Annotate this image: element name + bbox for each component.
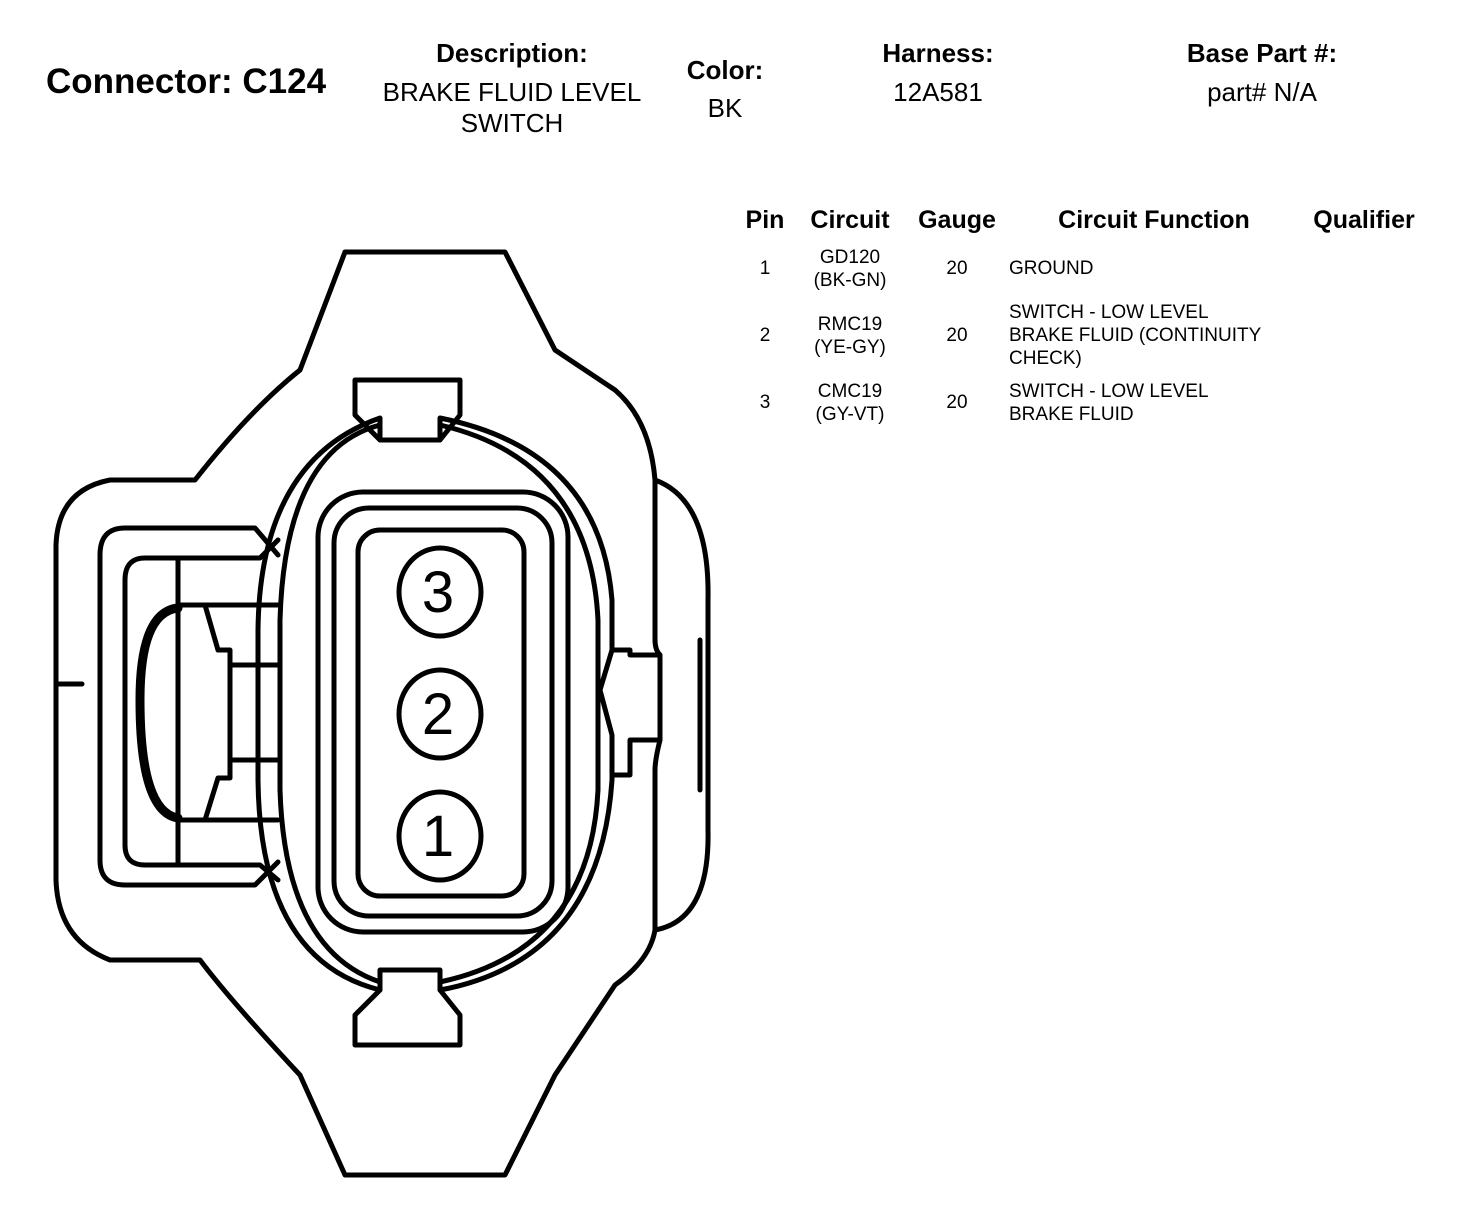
row-1-pin: 1 (759, 258, 771, 279)
latch-tab (175, 602, 233, 823)
latch-tab-curve (135, 603, 183, 823)
row-1-gauge: 20 (946, 258, 968, 279)
right-key (609, 647, 663, 778)
inner-housing-ring-3 (437, 422, 601, 985)
base-part-value: part# N/A (1207, 77, 1317, 107)
row-3-wire-color: (GY-VT) (815, 404, 885, 425)
pin-3-circle (396, 545, 484, 639)
row-2-function-line-3: CHECK) (1009, 348, 1082, 369)
description-label: Description: (436, 38, 588, 68)
inner-housing-ring-2 (277, 422, 383, 985)
row-2-function-line-1: SWITCH - LOW LEVEL (1009, 302, 1209, 323)
inner-housing-ring (255, 415, 615, 993)
pin-3-label: 3 (422, 560, 454, 625)
header-qualifier: Qualifier (1313, 206, 1415, 234)
row-2-gauge: 20 (946, 325, 968, 346)
pin-cavity-inner (355, 527, 527, 899)
row-3-pin: 3 (759, 392, 771, 413)
header-circuit-function: Circuit Function (1058, 206, 1250, 234)
harness-value: 12A581 (893, 77, 983, 107)
connector-title: Connector: C124 (46, 62, 327, 101)
row-2-wire-color: (YE-GY) (814, 337, 886, 358)
header-circuit: Circuit (810, 206, 890, 234)
row-3-function-line-1: SWITCH - LOW LEVEL (1009, 381, 1209, 402)
top-key (352, 377, 463, 443)
row-2-circuit: RMC19 (817, 314, 883, 335)
row-1-circuit: GD120 (819, 247, 881, 268)
color-label: Color: (686, 55, 764, 85)
row-1-wire-color: (BK-GN) (813, 270, 887, 291)
header-gauge: Gauge (918, 206, 996, 234)
connector-right-lobe (652, 477, 711, 933)
pin-cavity-outer (315, 489, 571, 935)
color-value: BK (707, 93, 743, 123)
row-3-function-line-2: BRAKE FLUID (1009, 404, 1134, 425)
pin-cavity-middle (331, 505, 555, 919)
base-part-label: Base Part #: (1186, 38, 1338, 68)
bottom-key (352, 987, 463, 1048)
latch-housing (97, 525, 281, 888)
row-2-function-line-2: BRAKE FLUID (CONTINUITY (1009, 325, 1262, 346)
row-2-pin: 2 (759, 325, 771, 346)
pin-1-circle (396, 789, 484, 883)
connector-outer-shell (53, 249, 663, 1178)
row-1-function-line-1: GROUND (1009, 258, 1094, 279)
pin-2-label: 2 (422, 682, 454, 747)
pin-2-circle (396, 667, 484, 761)
description-line-1: BRAKE FLUID LEVEL (382, 77, 642, 107)
harness-label: Harness: (882, 38, 994, 68)
header-pin: Pin (745, 206, 785, 234)
latch-inner (122, 537, 281, 883)
row-3-gauge: 20 (946, 392, 968, 413)
description-line-2: SWITCH (460, 108, 564, 138)
pin-1-label: 1 (422, 804, 454, 869)
row-3-circuit: CMC19 (817, 381, 883, 402)
